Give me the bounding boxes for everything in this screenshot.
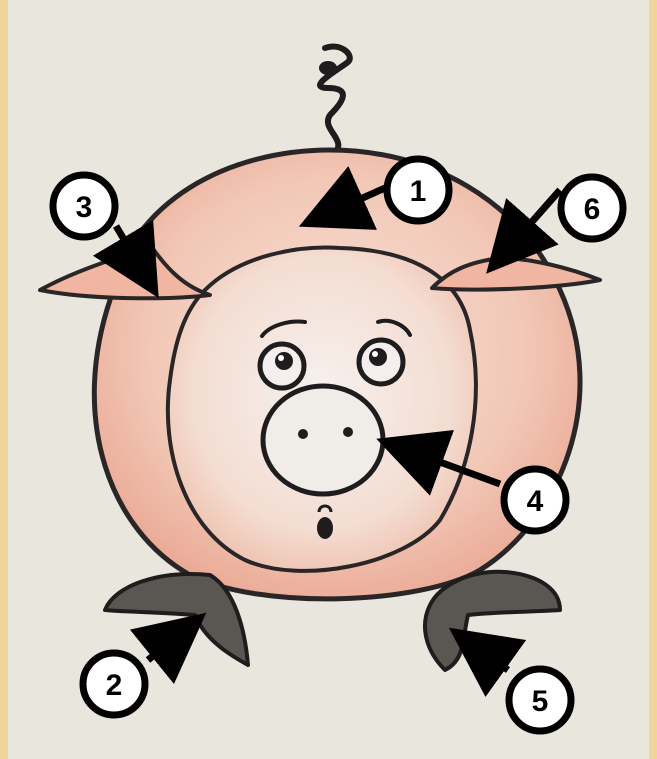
arrow-2	[148, 626, 190, 660]
left-eye	[260, 344, 304, 388]
callout-6: 6	[561, 177, 623, 239]
tail-curl	[319, 46, 350, 155]
callout-2-label: 2	[106, 669, 123, 702]
callout-5: 5	[509, 669, 571, 731]
callout-3-label: 3	[76, 191, 93, 224]
callout-4-label: 4	[527, 485, 544, 518]
callout-1-label: 1	[410, 175, 427, 208]
callout-4: 4	[504, 469, 566, 531]
arrow-5	[466, 640, 508, 670]
callout-1: 1	[387, 159, 449, 221]
callout-2: 2	[83, 653, 145, 715]
callout-6-label: 6	[584, 193, 601, 226]
snout	[263, 386, 383, 494]
callout-3: 3	[53, 175, 115, 237]
callout-5-label: 5	[532, 685, 549, 718]
right-eye	[359, 340, 403, 384]
